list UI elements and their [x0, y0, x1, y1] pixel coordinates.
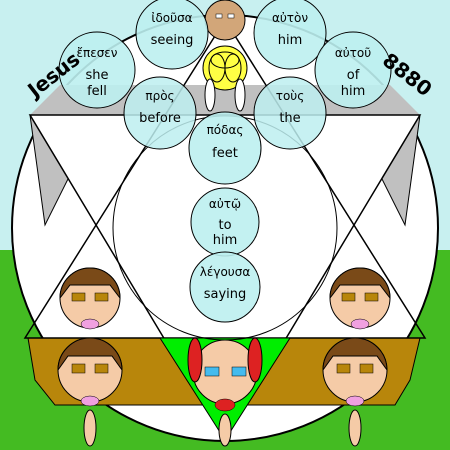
english-gloss: before [139, 111, 181, 126]
word-bubble-epesen: ἔπεσεν she fell [58, 31, 136, 109]
greek-word: πόδας [207, 123, 244, 137]
word-bubble-auto: αὐτῷ to him [190, 187, 260, 257]
english-gloss: of [347, 68, 360, 83]
english-gloss: saying [204, 287, 247, 302]
greek-word: λέγουσα [200, 265, 251, 279]
english-gloss: to [218, 218, 231, 233]
english-gloss: seeing [151, 33, 194, 48]
word-bubble-legousa: λέγουσα saying [189, 251, 261, 323]
word-bubble-pros: πρὸς before [123, 76, 197, 150]
face-right-lower [322, 337, 388, 447]
face-right-upper [329, 267, 391, 330]
english-gloss: him [213, 233, 238, 248]
english-gloss: him [341, 84, 366, 99]
english-gloss: him [278, 33, 303, 48]
face-left-upper [59, 267, 121, 330]
top-face [204, 0, 246, 41]
word-bubble-podas: πόδας feet [188, 111, 262, 185]
face-center-bottom [187, 337, 263, 447]
english-gloss: fell [87, 84, 107, 99]
greek-word: αὐτῷ [209, 197, 241, 211]
word-bubble-tous: τοὺς the [253, 76, 327, 150]
top-figure [202, 0, 248, 112]
word-bubble-idousa: ἰδοῦσα seeing [135, 0, 209, 70]
greek-word: πρὸς [145, 89, 174, 103]
english-gloss: the [279, 111, 300, 126]
greek-word: τοὺς [276, 89, 305, 103]
greek-word: αὐτὸν [272, 11, 308, 25]
english-gloss: she [85, 68, 108, 83]
word-bubble-auton: αὐτὸν him [253, 0, 327, 70]
word-bubble-autou: αὐτοῦ of him [314, 31, 392, 109]
english-gloss: feet [212, 146, 238, 161]
face-left-lower [57, 337, 123, 447]
greek-word: ἰδοῦσα [151, 11, 192, 25]
greek-word: ἔπεσεν [77, 46, 118, 60]
greek-word: αὐτοῦ [335, 46, 371, 60]
